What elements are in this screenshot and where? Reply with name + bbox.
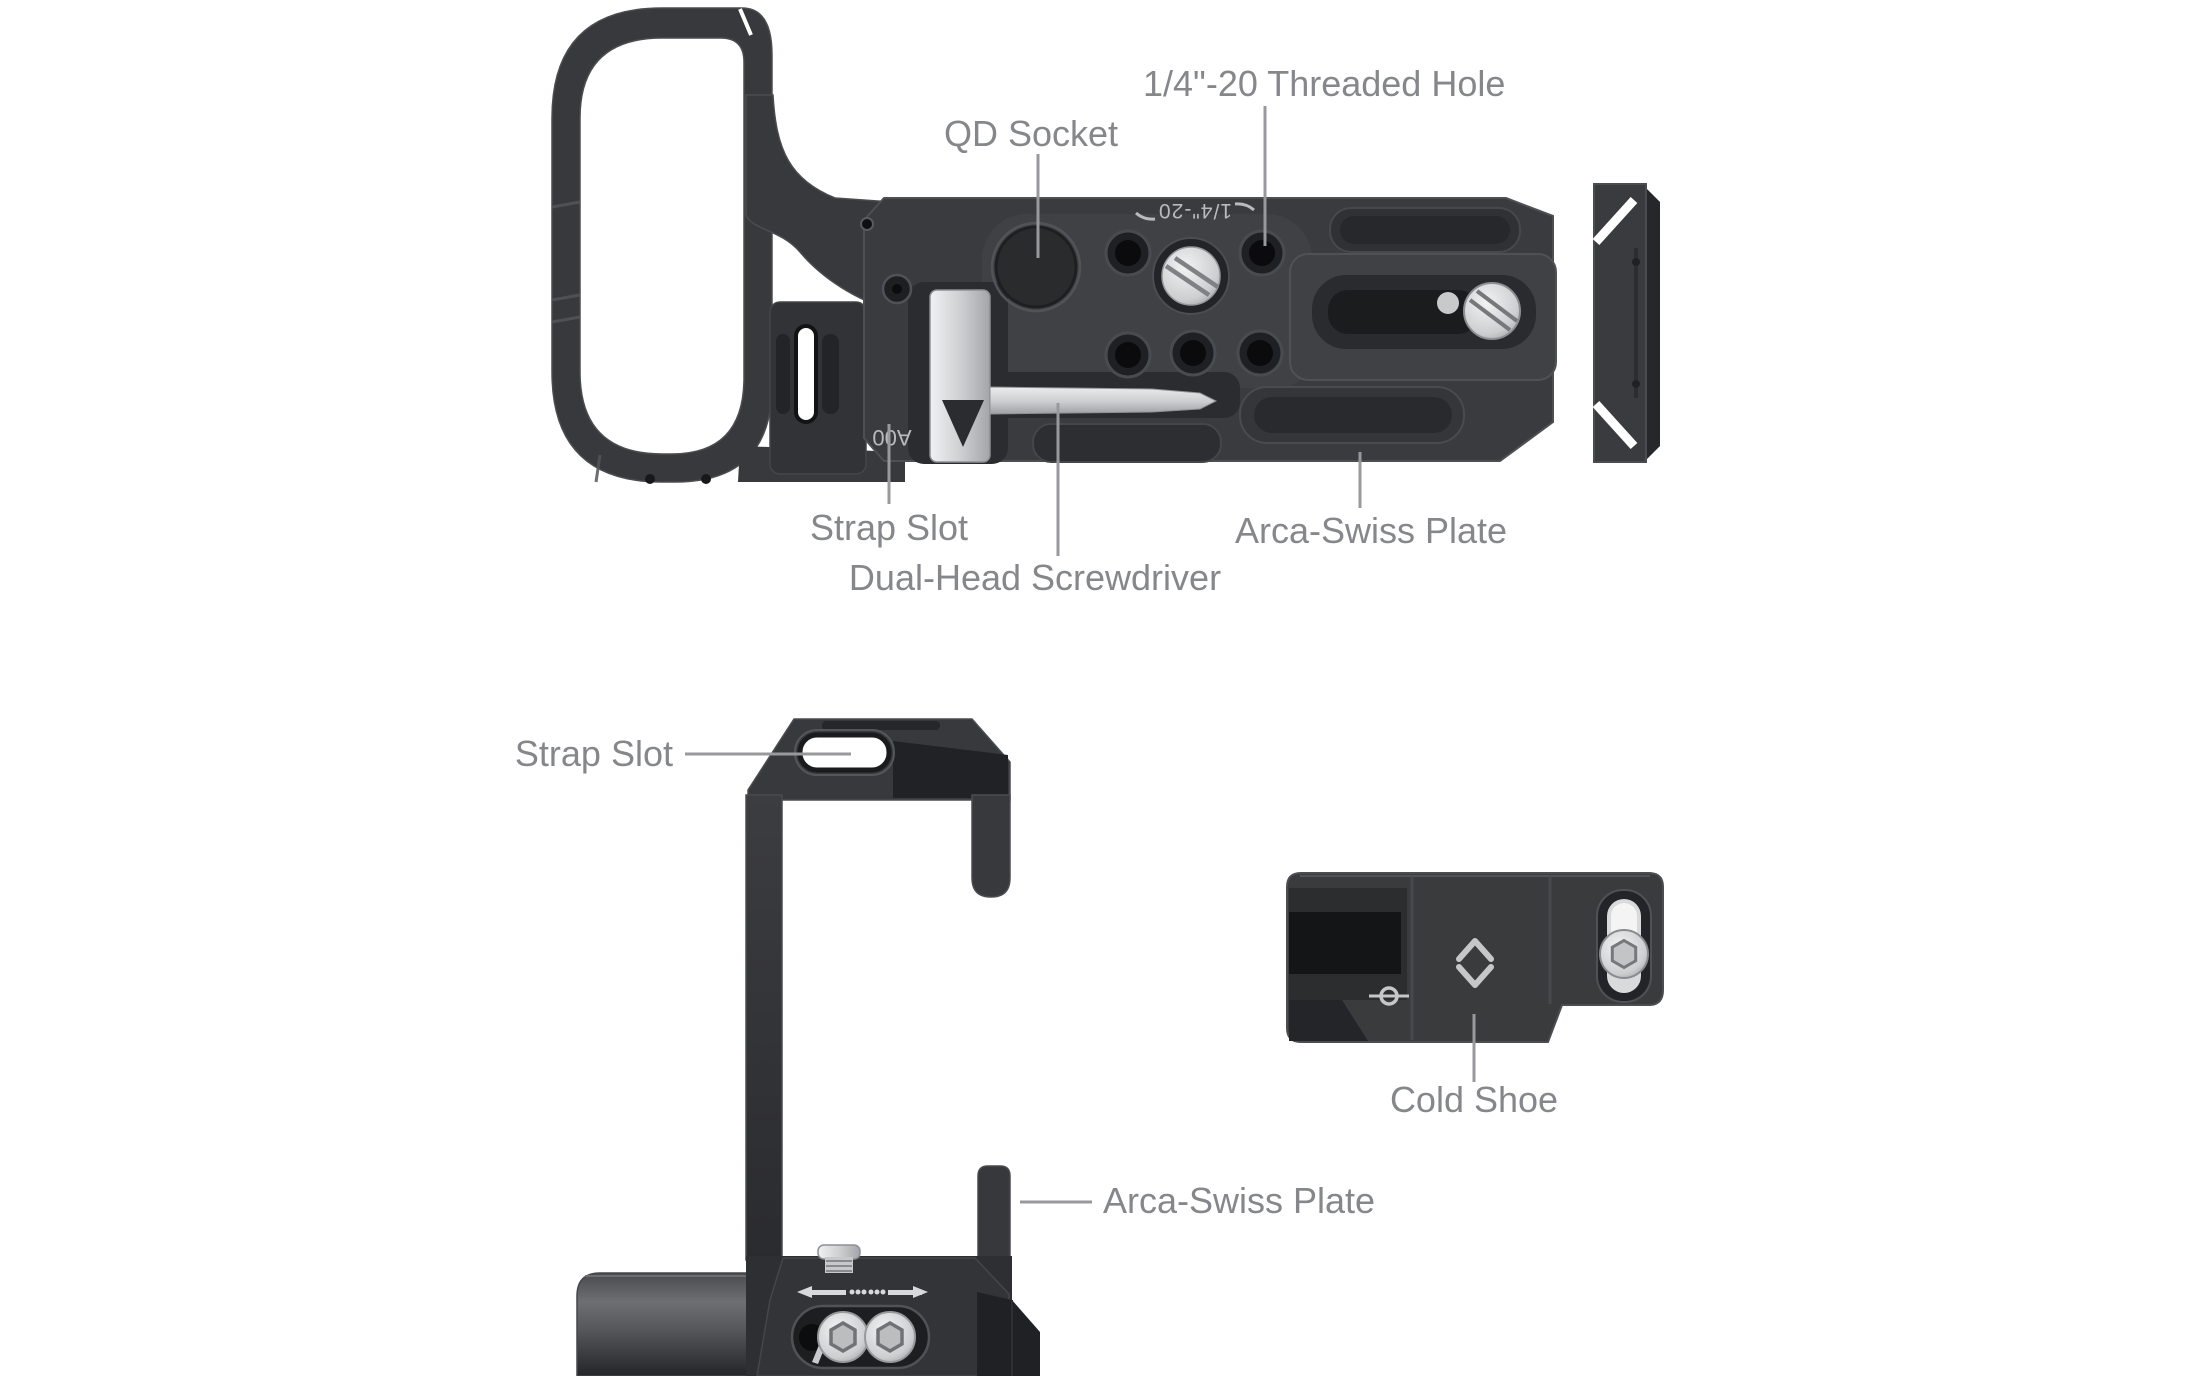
top-bar-shadow xyxy=(893,741,1008,798)
strap-slot-side-pill xyxy=(776,334,790,414)
strap-slot-side-pill xyxy=(822,334,839,414)
label-strap-slot-top: Strap Slot xyxy=(810,507,968,548)
bracket-left-bar xyxy=(745,794,783,1261)
qd-socket xyxy=(990,221,1082,313)
clamp-screw-slot xyxy=(1468,289,1519,332)
arca-dovetail-slot-inner xyxy=(1254,397,1452,433)
pivot-screw-center xyxy=(892,284,902,294)
hex-screw-icon xyxy=(864,1311,916,1363)
strap-slot xyxy=(794,324,818,424)
bottom-thread-hole xyxy=(701,474,711,484)
threaded-hole xyxy=(1104,331,1152,379)
base-left-block xyxy=(576,1272,749,1376)
center-mark-icon xyxy=(1369,986,1409,1006)
slide-arrow-left-icon xyxy=(797,1286,867,1298)
shoe-screw-slot xyxy=(1596,889,1652,1003)
base-top-screw xyxy=(817,1244,861,1273)
chevron-down-icon xyxy=(1456,964,1494,988)
bottom-thread-hole xyxy=(645,474,655,484)
top-slot-inner xyxy=(1340,216,1510,244)
thread-size-engraving: 1/4"-20 xyxy=(1158,199,1232,222)
hex-screw-icon xyxy=(1599,929,1649,979)
bracket-hook xyxy=(971,794,1011,898)
qr-clamp-block xyxy=(1289,253,1557,381)
base-right-wedge xyxy=(977,1292,1040,1376)
threaded-hole xyxy=(1236,329,1284,377)
label-qd-socket: QD Socket xyxy=(944,113,1118,154)
strap-slot-assembly xyxy=(769,301,867,475)
loop-seam-ticks xyxy=(551,200,602,483)
dual-head-screwdriver xyxy=(929,289,1218,463)
engraving-tick xyxy=(1234,202,1255,212)
chevron-up-icon xyxy=(1456,938,1494,962)
label-arca-swiss-top: Arca-Swiss Plate xyxy=(1235,510,1507,551)
slide-arrow-right-icon xyxy=(868,1286,928,1298)
arca-dovetail-end xyxy=(1592,183,1660,463)
loop-gap-notch xyxy=(738,8,753,36)
part-code-engraving: A00 xyxy=(872,425,911,450)
bottom-slot xyxy=(1032,423,1222,463)
label-arca-swiss-side: Arca-Swiss Plate xyxy=(1103,1180,1375,1221)
pivot-pin xyxy=(860,217,874,231)
camera-fixing-screw xyxy=(1152,237,1230,315)
clamp-pin xyxy=(1437,292,1459,314)
top-bar-face-strip xyxy=(822,721,940,730)
label-dual-head-screwdriver: Dual-Head Screwdriver xyxy=(849,557,1221,598)
threaded-hole xyxy=(1169,329,1217,377)
screwdriver-shaft xyxy=(989,386,1218,415)
threaded-hole xyxy=(1238,229,1286,277)
label-cold-shoe: Cold Shoe xyxy=(1390,1079,1558,1120)
engraving-tick xyxy=(1135,211,1156,221)
top-view-diagram: 1/4"-20 A00 QD Socket 1/4"-20 Threaded H… xyxy=(551,7,1660,598)
clamp-screw xyxy=(1463,282,1521,340)
cold-shoe-diagram: Cold Shoe xyxy=(1286,872,1664,1120)
threaded-hole xyxy=(1104,229,1152,277)
label-threaded-hole: 1/4"-20 Threaded Hole xyxy=(1143,63,1505,104)
hex-screw-icon xyxy=(817,1311,869,1363)
label-strap-slot-side: Strap Slot xyxy=(515,733,673,774)
handle-loop xyxy=(551,7,773,483)
threaded-holes xyxy=(1104,229,1286,379)
bracket-base xyxy=(576,1244,1040,1376)
side-view-diagram: Strap Slot Arca-Swiss Plate xyxy=(515,718,1375,1376)
shoe-rail-section xyxy=(1289,888,1407,1041)
